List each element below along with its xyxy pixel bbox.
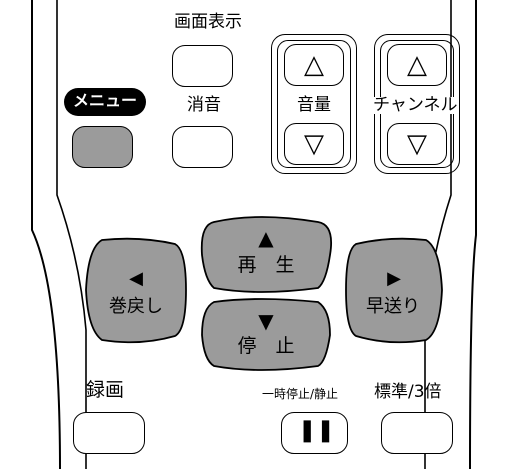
play-icon: ▲ xyxy=(258,226,274,250)
channel-down-button[interactable]: ▽ xyxy=(387,123,447,165)
mode-button[interactable] xyxy=(381,412,453,454)
volume-label: 音量 xyxy=(297,95,331,115)
record-label: 録画 xyxy=(86,379,125,401)
volume-down-button[interactable]: ▽ xyxy=(284,123,344,165)
channel-label: チャンネル xyxy=(372,95,459,115)
pause-label: 一時停止/静止 xyxy=(262,387,339,401)
rewind-label: 巻戻し xyxy=(109,296,163,317)
volume-down-icon: ▽ xyxy=(304,129,324,159)
mute-label: 消音 xyxy=(187,95,221,115)
fast-forward-button[interactable] xyxy=(345,237,443,344)
channel-up-button[interactable]: △ xyxy=(387,44,447,86)
volume-up-icon: △ xyxy=(304,50,324,80)
pause-button[interactable] xyxy=(281,412,348,454)
stop-label: 停 止 xyxy=(237,335,295,357)
display-label: 画面表示 xyxy=(174,12,242,32)
volume-up-button[interactable]: △ xyxy=(284,44,344,86)
play-button[interactable] xyxy=(200,216,333,293)
volume-group-inner xyxy=(277,40,351,168)
stop-icon: ▼ xyxy=(258,309,274,333)
play-label: 再 生 xyxy=(237,254,295,276)
menu-button[interactable] xyxy=(72,126,133,168)
stop-button[interactable] xyxy=(201,298,331,371)
display-button[interactable] xyxy=(172,45,233,87)
pause-icon: ❚❚ xyxy=(298,418,335,443)
mode-label: 標準/3倍 xyxy=(374,382,442,402)
menu-label: メニュー xyxy=(64,88,146,116)
channel-down-icon: ▽ xyxy=(407,129,427,159)
rewind-icon: ◀ xyxy=(129,268,143,289)
rewind-button[interactable] xyxy=(85,237,187,344)
record-button[interactable] xyxy=(73,412,145,454)
fast-forward-label: 早送り xyxy=(366,296,420,317)
fast-forward-icon: ▶ xyxy=(387,268,401,289)
channel-up-icon: △ xyxy=(407,50,427,80)
mute-button[interactable] xyxy=(172,126,233,168)
volume-group xyxy=(271,34,357,174)
